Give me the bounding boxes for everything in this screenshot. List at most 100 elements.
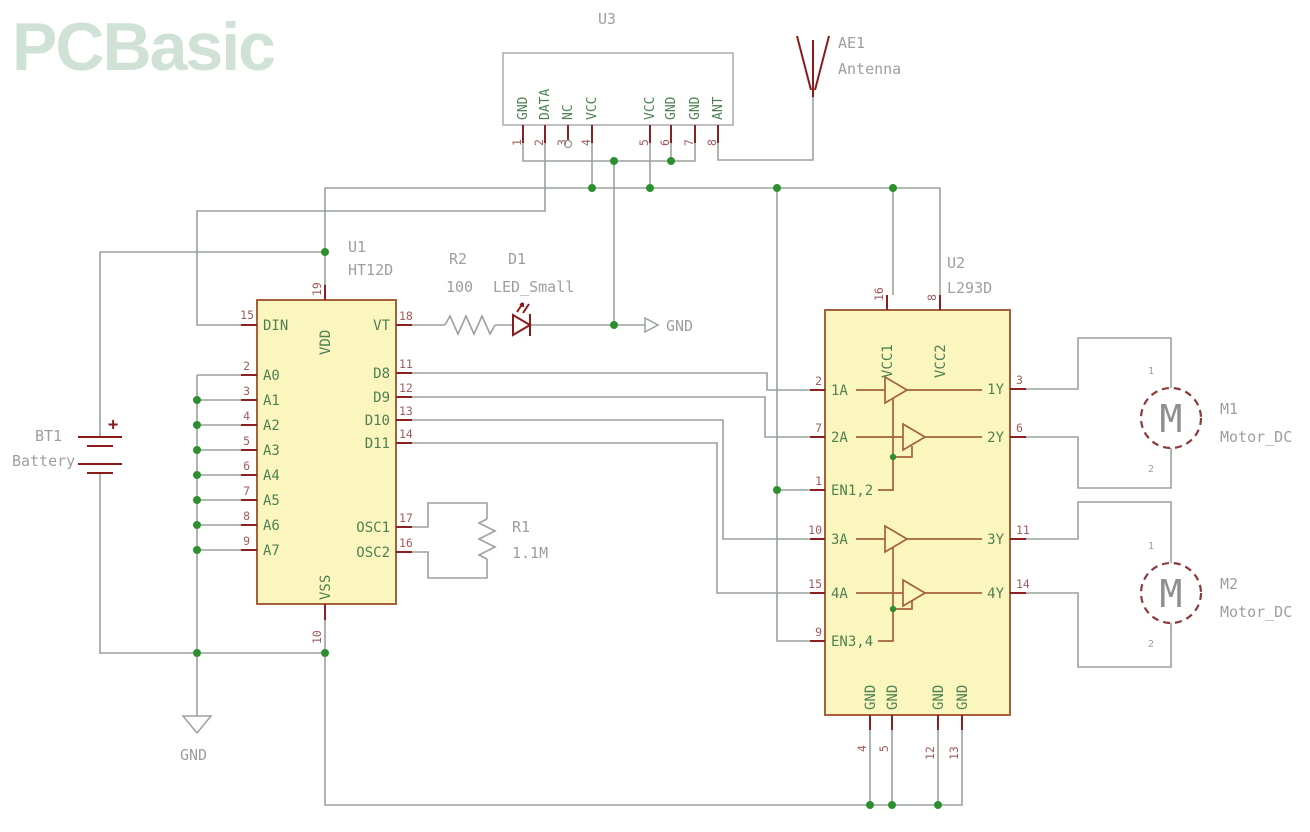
- u2-pin-number: 12: [923, 746, 937, 760]
- antenna-ref: AE1: [838, 34, 865, 52]
- u2-pin-number: 15: [808, 577, 822, 591]
- antenna-ae1[interactable]: AE1 Antenna: [796, 34, 901, 97]
- motor-m2[interactable]: M 1 2 M2 Motor_DC: [1139, 541, 1292, 650]
- u3-pin-number: 8: [705, 139, 719, 146]
- u2-pin-number: 13: [947, 746, 961, 760]
- u2-pin-name: 4Y: [987, 586, 1004, 602]
- u2-pin-number: 6: [1016, 421, 1023, 435]
- u2-pin-name: EN3,4: [831, 634, 873, 650]
- u2-pin-number: 8: [925, 294, 939, 301]
- u3-pin-number: 6: [658, 139, 672, 146]
- u2-pin-number: 7: [815, 421, 822, 435]
- u2-pin-number: 3: [1016, 373, 1023, 387]
- r1-value: 1.1M: [512, 544, 548, 562]
- gnd-net-flag[interactable]: GND: [644, 316, 693, 335]
- u1-pin-number: 5: [243, 434, 250, 448]
- u1-pin-name: OSC2: [356, 545, 390, 561]
- u2-pin-name: VCC2: [933, 344, 949, 378]
- u2-pin-name: VCC1: [880, 344, 896, 378]
- u3-pin-number: 7: [682, 139, 696, 146]
- u3-pin-number: 4: [579, 139, 593, 146]
- battery-plus-sign: +: [108, 415, 118, 435]
- u2-pin-name: GND: [863, 685, 879, 710]
- u3-pin-name: GND: [664, 96, 679, 120]
- junction-dots: [193, 157, 942, 809]
- u1-pin-name: OSC1: [356, 520, 390, 536]
- u2-pin-name: 3Y: [987, 532, 1004, 548]
- u3-pin-name: NC: [561, 104, 576, 120]
- u2-pin-number: 11: [1016, 523, 1030, 537]
- motor-circle-icon: [1139, 386, 1203, 450]
- u1-pin-number: 2: [243, 359, 250, 373]
- r2-ref: R2: [449, 250, 467, 268]
- u3-pin-name: GND: [516, 96, 531, 120]
- u2-pin-name: 4A: [831, 586, 848, 602]
- u1-pin-number: 4: [243, 409, 250, 423]
- u1-pin-number: 3: [243, 384, 250, 398]
- u3-pin-number: 3: [555, 139, 569, 146]
- u2-pin-name: EN1,2: [831, 483, 873, 499]
- gnd-symbol[interactable]: GND: [180, 715, 213, 764]
- u1-pin-number: 13: [399, 404, 413, 418]
- u1-pin-name: VDD: [318, 330, 334, 355]
- u1-pin-name: DIN: [263, 318, 288, 334]
- u1-pin-name: A5: [263, 493, 280, 509]
- u2-pin-name: 1Y: [987, 382, 1004, 398]
- ic-u1-ht12d[interactable]: U1 HT12D VDD 19 VSS 10: [240, 238, 413, 644]
- resistor-r2[interactable]: R2 100: [444, 250, 496, 336]
- u1-pin-name: D9: [373, 390, 390, 406]
- u1-pin-number: 7: [243, 484, 250, 498]
- battery-value: Battery: [12, 452, 75, 470]
- u1-pin-name: D11: [365, 436, 390, 452]
- u2-pin-number: 9: [815, 625, 822, 639]
- battery-bt1[interactable]: + BT1 Battery: [12, 415, 122, 474]
- u1-pin-number: 8: [243, 509, 250, 523]
- m2-value: Motor_DC: [1220, 603, 1292, 621]
- u1-pin-name: VT: [373, 318, 390, 334]
- battery-ref: BT1: [35, 427, 62, 445]
- u1-value: HT12D: [348, 261, 393, 279]
- u3-pin-name: ANT: [711, 96, 726, 120]
- nc-circle: [563, 139, 573, 149]
- u2-pin-name: 2A: [831, 430, 848, 446]
- gnd-flag-label: GND: [666, 317, 693, 335]
- antenna-value: Antenna: [838, 60, 901, 78]
- r2-value: 100: [446, 278, 473, 296]
- ic-u2-l293d[interactable]: U2 L293D: [808, 254, 1030, 760]
- resistor-r1[interactable]: R1 1.1M: [477, 518, 548, 562]
- u2-pin-name: GND: [931, 685, 947, 710]
- gnd-symbol-label: GND: [180, 746, 207, 764]
- u2-pin-number: 5: [877, 745, 891, 752]
- u1-pin-number: 15: [240, 308, 254, 322]
- u1-pin-name: D8: [373, 366, 390, 382]
- u3-pin-number: 1: [510, 139, 524, 146]
- u3-pin-number: 2: [532, 139, 546, 146]
- u3-pin-number: 5: [637, 139, 651, 146]
- u1-pin-name: A3: [263, 443, 280, 459]
- u3-pin-name: DATA: [538, 89, 553, 120]
- u1-pin-name: A0: [263, 368, 280, 384]
- u1-ref: U1: [348, 238, 366, 256]
- rf-module-u3[interactable]: U3 GND DATA NC VCC VCC GND GND ANT 1 2 3…: [502, 10, 734, 149]
- u2-pin-name: 3A: [831, 532, 848, 548]
- u1-pin-number: 11: [399, 357, 413, 371]
- u3-pin-name: VCC: [643, 97, 658, 120]
- motor-pin-number: 1: [1148, 541, 1154, 552]
- u2-pin-number: 10: [808, 523, 822, 537]
- m2-ref: M2: [1220, 575, 1238, 593]
- u3-pin-name: VCC: [585, 97, 600, 120]
- motor-circle-icon: [1139, 561, 1203, 625]
- u2-ref: U2: [947, 254, 965, 272]
- u2-pin-number: 14: [1016, 577, 1030, 591]
- motor-pin-number: 2: [1148, 639, 1154, 650]
- u2-pin-name: 1A: [831, 383, 848, 399]
- led-d1[interactable]: D1 LED_Small: [493, 250, 574, 337]
- u2-pin-name: GND: [955, 685, 971, 710]
- u2-pin-number: 2: [815, 374, 822, 388]
- u1-pin-name: A1: [263, 393, 280, 409]
- motor-m1[interactable]: M 1 2 M1 Motor_DC: [1139, 366, 1292, 475]
- wire-net: [99, 97, 1172, 806]
- d1-value: LED_Small: [493, 278, 574, 296]
